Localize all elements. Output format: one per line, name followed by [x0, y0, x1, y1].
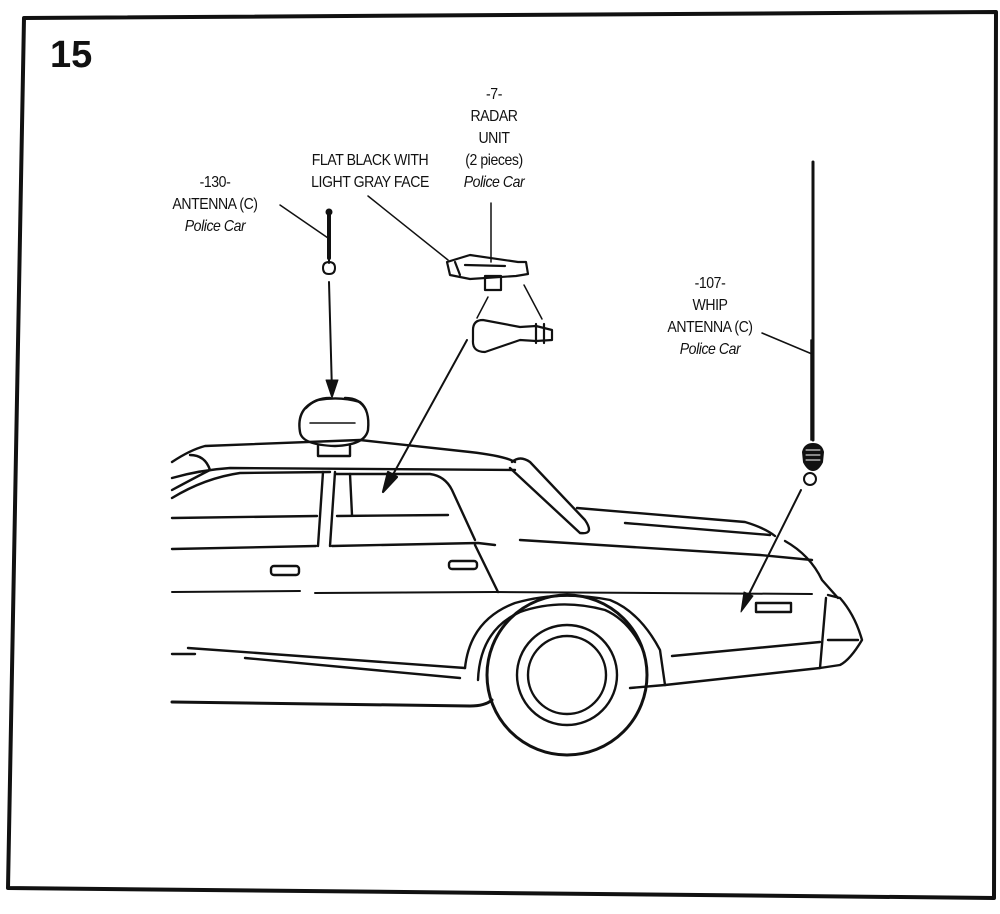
radar-7-qty: (2 pieces) [465, 152, 523, 169]
antenna-130-callout: -130- ANTENNA (C) Police Car [158, 172, 272, 238]
whip-107-note: Police Car [679, 341, 741, 358]
antenna-130-note: Police Car [184, 218, 246, 235]
finish-note-callout: FLAT BLACK WITH LIGHT GRAY FACE [291, 150, 449, 194]
whip-antenna-107-callout: -107- WHIP ANTENNA (C) Police Car [653, 273, 767, 361]
finish-note-line2: LIGHT GRAY FACE [311, 174, 429, 191]
whip-107-name-line1: WHIP [692, 297, 728, 314]
antenna-130 [279, 204, 339, 399]
page-number: 15 [50, 34, 93, 76]
radar-7-ref: -7- [486, 86, 502, 103]
radar-7-name-line1: RADAR [470, 108, 518, 125]
radar-unit-7 [367, 195, 554, 494]
antenna-130-ref: -130- [199, 174, 231, 191]
radar-7-name-line2: UNIT [478, 130, 510, 147]
roof-light [298, 396, 370, 458]
page-border [6, 10, 998, 900]
whip-107-name-line2: ANTENNA (C) [667, 319, 753, 336]
finish-note-line1: FLAT BLACK WITH [311, 152, 429, 169]
whip-107-ref: -107- [694, 275, 726, 292]
radar-7-note: Police Car [463, 174, 525, 191]
whip-antenna-107 [740, 160, 824, 613]
radar-7-callout: -7- RADAR UNIT (2 pieces) Police Car [452, 84, 536, 194]
antenna-130-name: ANTENNA (C) [172, 196, 258, 213]
police-car [170, 438, 864, 757]
